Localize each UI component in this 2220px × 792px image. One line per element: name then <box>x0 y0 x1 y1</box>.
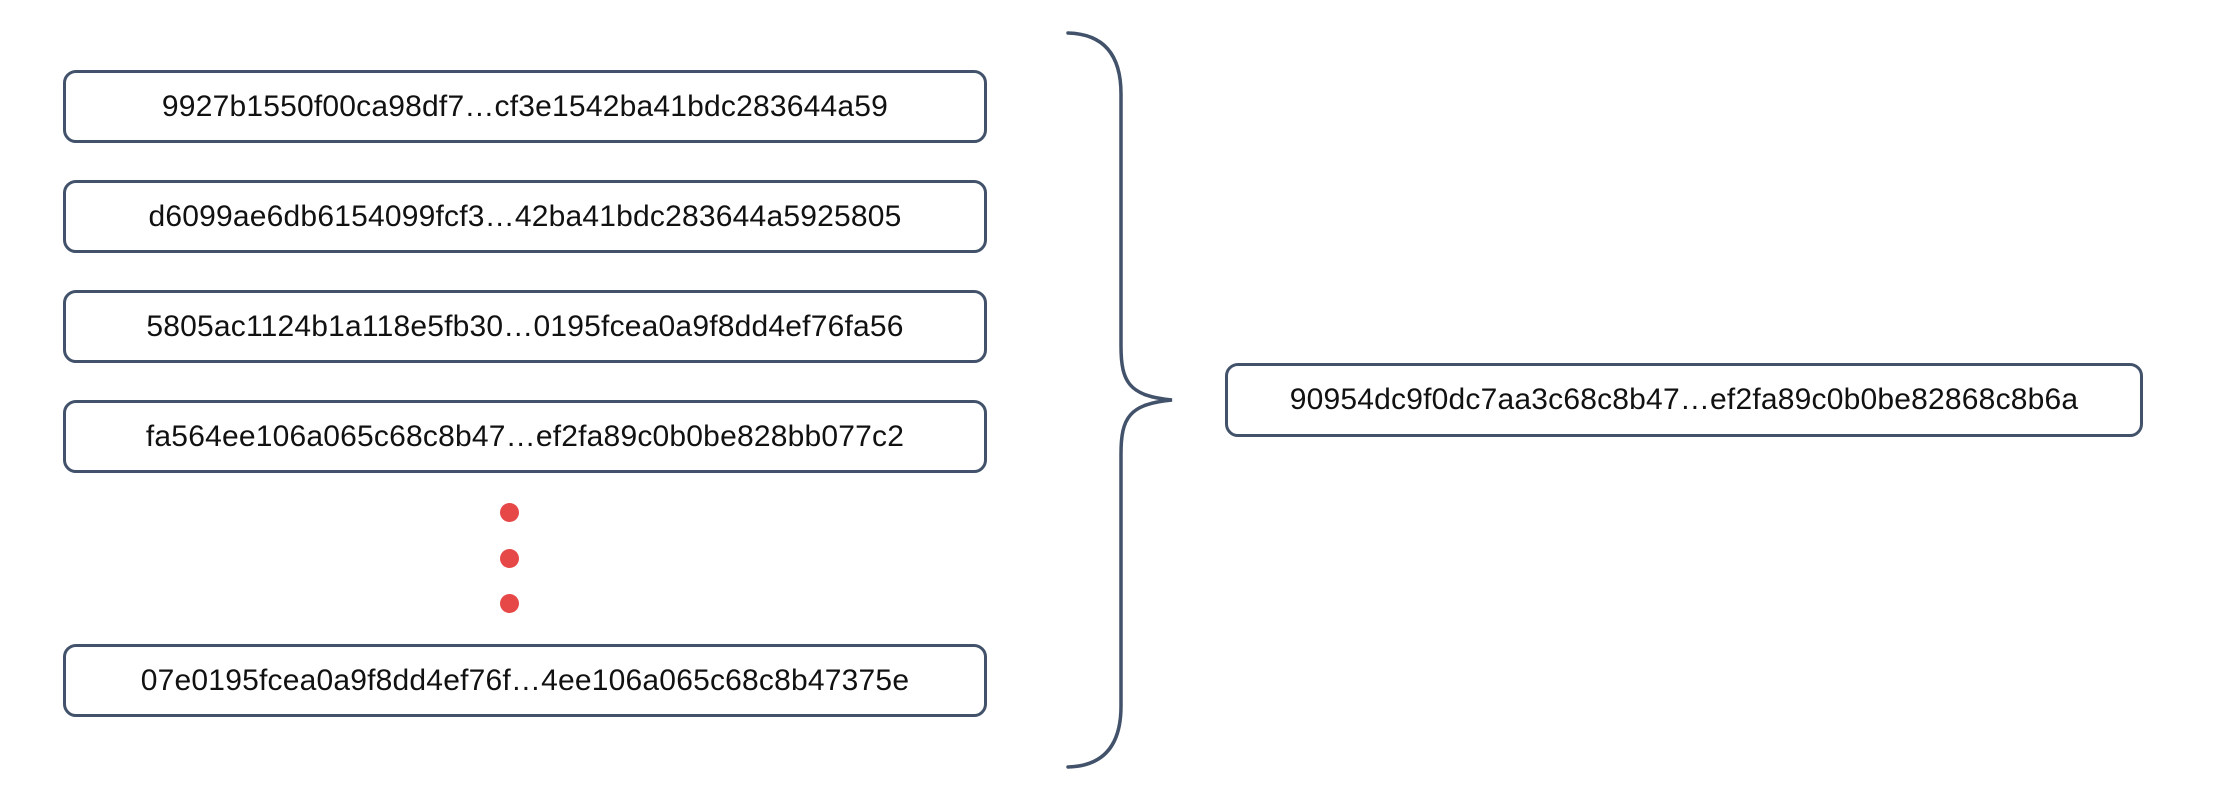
hash-box-1: 9927b1550f00ca98df7…cf3e1542ba41bdc28364… <box>63 70 987 143</box>
ellipsis-dot <box>500 594 519 613</box>
vertical-ellipsis-icon <box>500 503 519 613</box>
hash-text-4: fa564ee106a065c68c8b47…ef2fa89c0b0be828b… <box>145 419 905 453</box>
result-hash-box: 90954dc9f0dc7aa3c68c8b47…ef2fa89c0b0be82… <box>1225 363 2143 437</box>
hash-box-3: 5805ac1124b1a118e5fb30…0195fcea0a9f8dd4e… <box>63 290 987 363</box>
ellipsis-dot <box>500 503 519 522</box>
hash-box-4: fa564ee106a065c68c8b47…ef2fa89c0b0be828b… <box>63 400 987 473</box>
hash-box-2: d6099ae6db6154099fcf3…42ba41bdc283644a59… <box>63 180 987 253</box>
hash-text-3: 5805ac1124b1a118e5fb30…0195fcea0a9f8dd4e… <box>146 309 904 343</box>
hash-text-2: d6099ae6db6154099fcf3…42ba41bdc283644a59… <box>148 199 902 233</box>
hash-box-5: 07e0195fcea0a9f8dd4ef76f…4ee106a065c68c8… <box>63 644 987 717</box>
result-hash-text: 90954dc9f0dc7aa3c68c8b47…ef2fa89c0b0be82… <box>1289 383 2079 416</box>
ellipsis-dot <box>500 548 519 568</box>
hash-text-5: 07e0195fcea0a9f8dd4ef76f…4ee106a065c68c8… <box>140 663 910 697</box>
hash-text-1: 9927b1550f00ca98df7…cf3e1542ba41bdc28364… <box>161 89 889 123</box>
